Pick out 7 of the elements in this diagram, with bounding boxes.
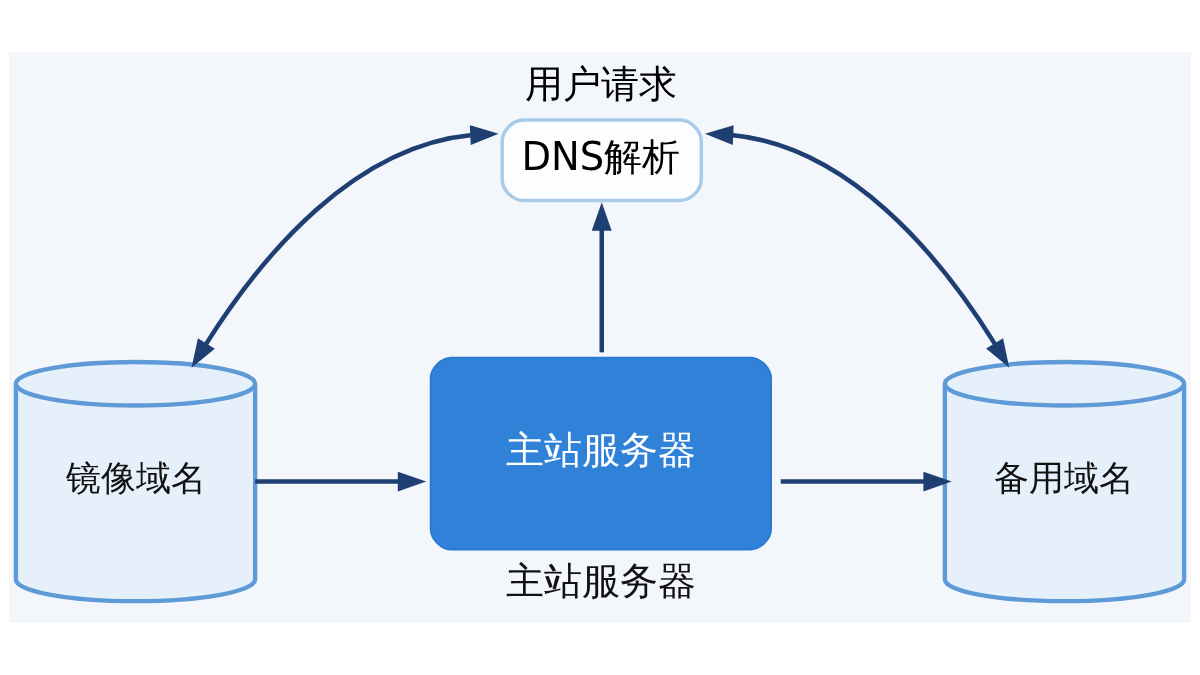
node-label: 主站服务器 [505,558,696,604]
arrow [780,471,952,492]
arrow [191,125,499,368]
arrow [591,202,612,353]
node-label: 用户请求 [524,60,677,106]
arrow [704,125,1010,368]
arrow [255,471,427,492]
